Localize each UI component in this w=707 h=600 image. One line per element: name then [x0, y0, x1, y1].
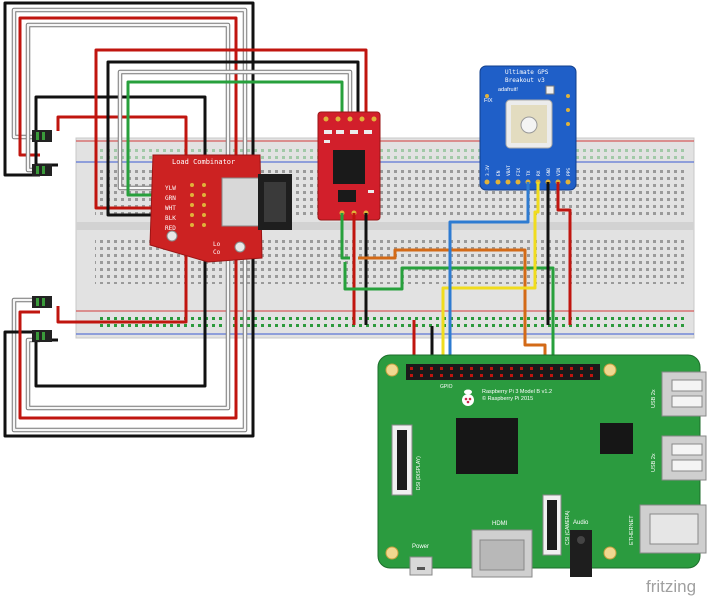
- raspberry-logo-icon: [462, 389, 474, 406]
- gps-side-label: FIX: [484, 98, 493, 104]
- combinator-bottom-text-1: Lo: [213, 241, 221, 248]
- load-cell-wires: [3, 1, 368, 438]
- gps-pin-3v3: 3.3V: [485, 165, 491, 176]
- soc-chip: [456, 418, 518, 474]
- combinator-title: Load Combinator: [172, 158, 235, 166]
- raspberry-pi-board: GPIO Raspberry Pi 3 Model B v1.2 © Raspb…: [377, 354, 707, 578]
- load-cell-connector-top-1: [32, 130, 52, 142]
- gps-pin-pps: PPS: [566, 168, 572, 176]
- combinator-pin-grn: GRN: [165, 195, 176, 202]
- csi-label: CSI (CAMERA): [565, 510, 571, 545]
- fritzing-watermark: fritzing: [646, 577, 696, 596]
- usb-port-1: [661, 371, 707, 417]
- gps-title-line2: Breakout v3: [505, 77, 545, 84]
- gps-brand: adafruit!: [498, 87, 518, 93]
- gps-title-line1: Ultimate GPS: [505, 69, 549, 76]
- pi-copyright-label: © Raspberry Pi 2015: [482, 395, 533, 402]
- gps-pin-en: EN: [496, 170, 502, 176]
- gpio-label: GPIO: [440, 384, 453, 390]
- load-cell-connector-bottom-2: [32, 330, 52, 342]
- gps-breakout-board: Ultimate GPS Breakout v3 adafruit! FIX 3…: [479, 65, 577, 191]
- gps-pin-gnd: GND: [546, 168, 552, 176]
- gps-pin-tx: TX: [526, 170, 532, 176]
- audio-jack: [570, 530, 592, 577]
- load-cell-connector-bottom-1: [32, 296, 52, 308]
- gps-pin-fix: FIX: [516, 168, 522, 176]
- combinator-bottom-text-2: Co: [213, 249, 221, 256]
- gps-pin-vin: VIN: [556, 168, 562, 176]
- usb-port-2: [661, 435, 707, 481]
- usb-ethernet-chip: [600, 423, 633, 454]
- hx711-amplifier-board: [317, 111, 381, 221]
- usb2-label: USB 2x: [651, 453, 657, 472]
- load-cell-connector-top-2: [32, 164, 52, 176]
- gps-pin-rx: RX: [536, 170, 542, 176]
- usb1-label: USB 2x: [651, 389, 657, 408]
- hdmi-label: HDMI: [492, 521, 508, 527]
- power-port: [409, 556, 433, 576]
- gps-pin-vbat: VBAT: [506, 165, 512, 176]
- gpio-header: [406, 364, 600, 380]
- dsi-label: DSI (DISPLAY): [416, 456, 422, 490]
- combinator-pin-blk: BLK: [165, 215, 176, 222]
- load-combinator-board: Load Combinator YLW GRN WHT BLK RED Lo C…: [149, 154, 292, 263]
- audio-label: Audio: [573, 520, 589, 526]
- power-label: Power: [412, 544, 429, 550]
- combinator-pin-red: RED: [165, 225, 176, 232]
- signal-wires: [340, 182, 572, 370]
- combinator-pin-wht: WHT: [165, 205, 176, 212]
- pi-model-label: Raspberry Pi 3 Model B v1.2: [482, 389, 552, 395]
- combinator-pin-ylw: YLW: [165, 185, 176, 192]
- ethernet-label: ETHERNET: [629, 515, 635, 545]
